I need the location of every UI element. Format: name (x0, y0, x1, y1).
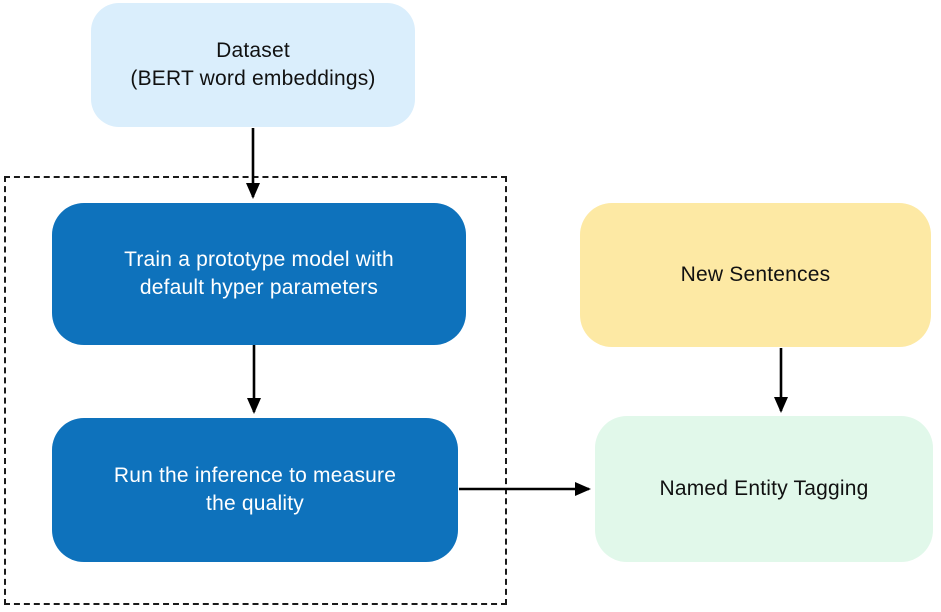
node-dataset-label: Dataset (BERT word embeddings) (91, 37, 415, 93)
node-new-sentences-label: New Sentences (580, 261, 931, 289)
training-loop-dashed-boundary (4, 176, 507, 605)
node-train-line2: default hyper parameters (139, 276, 379, 299)
node-train-label: Train a prototype model with default hyp… (52, 246, 466, 302)
node-train-line1: Train a prototype model with (124, 247, 394, 271)
node-inference-label: Run the inference to measure the quality (52, 462, 458, 518)
node-inference-line1: Run the inference to measure (113, 463, 397, 487)
node-inference-line2: the quality (206, 492, 304, 515)
node-dataset-line1: Dataset (216, 38, 290, 62)
node-named-entity-tagging: Named Entity Tagging (595, 416, 933, 562)
node-dataset: Dataset (BERT word embeddings) (91, 3, 415, 127)
node-ner-line1: Named Entity Tagging (659, 476, 869, 500)
node-ner-label: Named Entity Tagging (595, 475, 933, 503)
node-run-inference: Run the inference to measure the quality (52, 418, 458, 562)
node-new-sentences: New Sentences (580, 203, 931, 347)
node-new-sentences-line1: New Sentences (680, 262, 831, 286)
node-dataset-line2: (BERT word embeddings) (130, 67, 376, 90)
node-train-prototype: Train a prototype model with default hyp… (52, 203, 466, 345)
